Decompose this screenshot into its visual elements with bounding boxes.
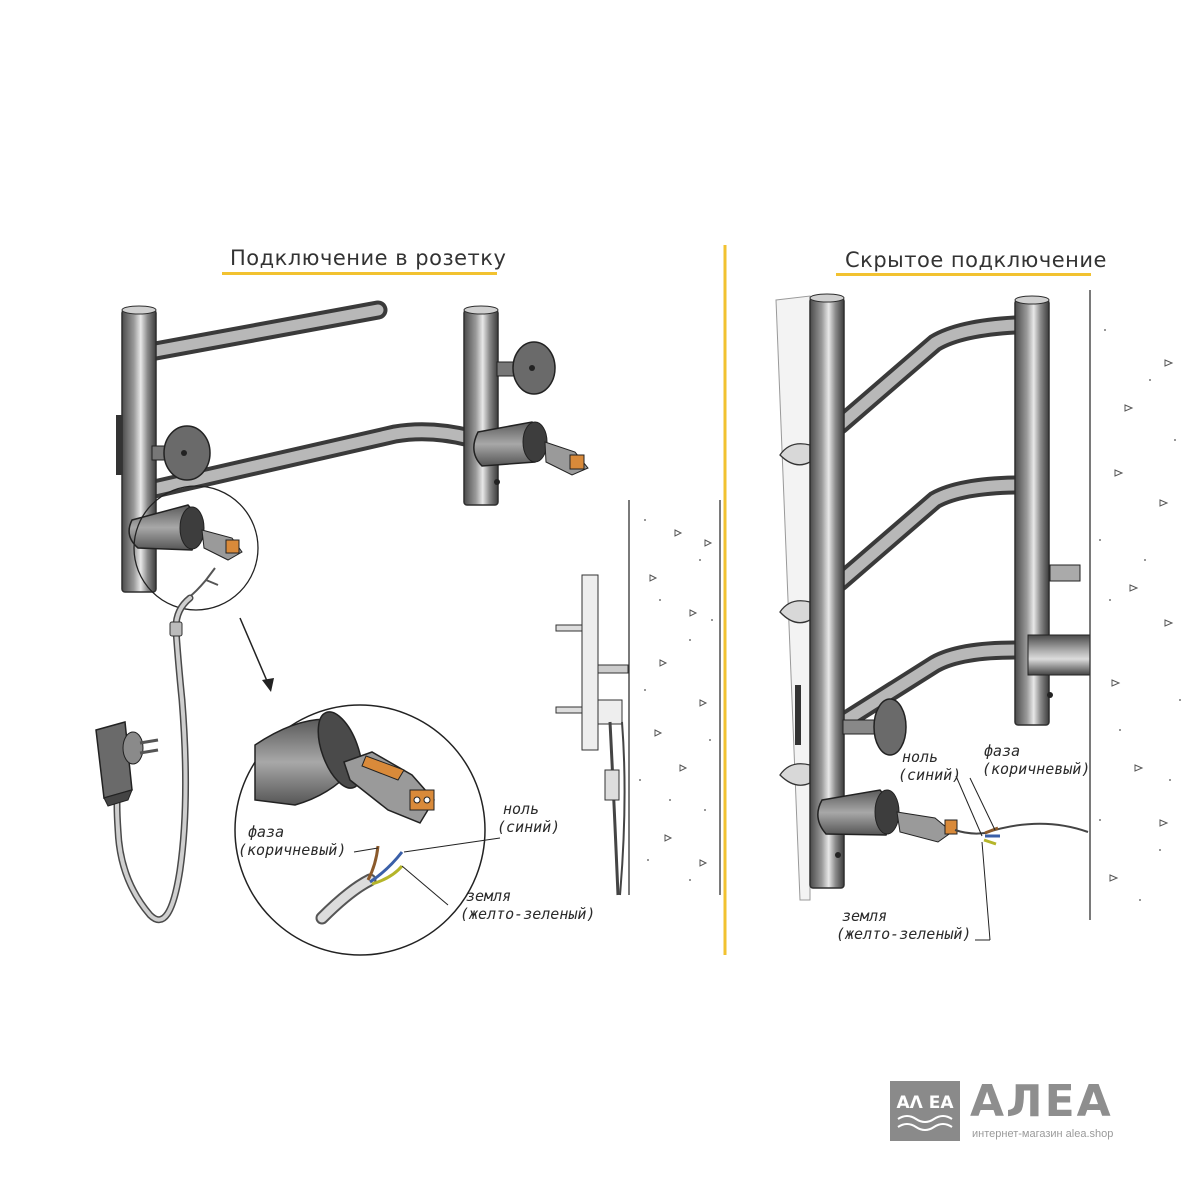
right-ground-label: земля	[842, 907, 888, 925]
logo-mark-icon: AΛ EA	[890, 1081, 960, 1141]
detail-source-circle	[133, 485, 259, 611]
wall-bracket	[151, 425, 211, 481]
wall-bracket	[496, 341, 556, 395]
left-panel-title: Подключение в розетку	[230, 246, 507, 270]
brand-logo[interactable]: AΛ EA АЛЕА интернет-магазин alea.shop	[890, 1076, 1130, 1148]
right-neutral-color-label: (синий)	[898, 766, 962, 784]
left-title-underline	[222, 272, 497, 275]
logo-mark-text: AΛ EA	[896, 1093, 954, 1113]
logo-name: АЛЕА	[970, 1076, 1113, 1127]
right-ground-color-label: (желто-зеленый)	[836, 925, 972, 943]
left-ground-label: земля	[466, 887, 512, 905]
left-neutral-label: ноль	[503, 800, 540, 818]
left-phase-label: фаза	[248, 823, 285, 841]
right-title-underline	[836, 273, 1091, 276]
power-plug	[95, 721, 159, 807]
right-wires	[954, 822, 1089, 846]
right-wall	[1089, 290, 1181, 920]
left-towel-rail	[116, 300, 589, 593]
right-neutral-label: ноль	[902, 748, 939, 766]
right-phase-label: фаза	[984, 742, 1021, 760]
left-phase-color-label: (коричневый)	[238, 841, 347, 859]
left-wall-side-view	[555, 500, 721, 896]
right-panel-title: Скрытое подключение	[845, 248, 1107, 272]
right-towel-rail	[775, 293, 1091, 901]
logo-subtitle: интернет-магазин alea.shop	[972, 1128, 1114, 1140]
left-ground-color-label: (желто-зеленый)	[460, 905, 596, 923]
right-phase-color-label: (коричневый)	[982, 760, 1091, 778]
power-cord	[113, 594, 194, 924]
zoom-arrow	[239, 617, 271, 689]
left-neutral-color-label: (синий)	[497, 818, 561, 836]
wiring-detail	[234, 704, 486, 956]
